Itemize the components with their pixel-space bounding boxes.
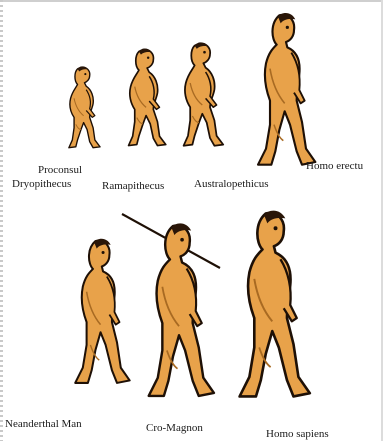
ramapithecus-figure: [129, 49, 166, 146]
label-dryopithecus: Dryopithecus: [12, 178, 71, 190]
label-neanderthal: Neanderthal Man: [5, 418, 82, 430]
proconsul-figure: [69, 67, 100, 148]
neanderthal-figure: [75, 239, 129, 383]
label-proconsul: Proconsul: [38, 164, 82, 176]
label-australopithecus: Australopethicus: [194, 178, 269, 190]
australopithecus-figure: [184, 43, 224, 146]
label-cro-magnon: Cro-Magnon: [146, 422, 203, 434]
homo-erectus-figure: [258, 13, 315, 165]
homo-sapiens-figure: [240, 211, 310, 397]
label-homo-erectus: Homo erectu: [306, 160, 363, 172]
cro-magnon-figure: [149, 223, 214, 396]
label-homo-sapiens: Homo sapiens: [266, 428, 329, 440]
label-ramapithecus: Ramapithecus: [102, 180, 164, 192]
